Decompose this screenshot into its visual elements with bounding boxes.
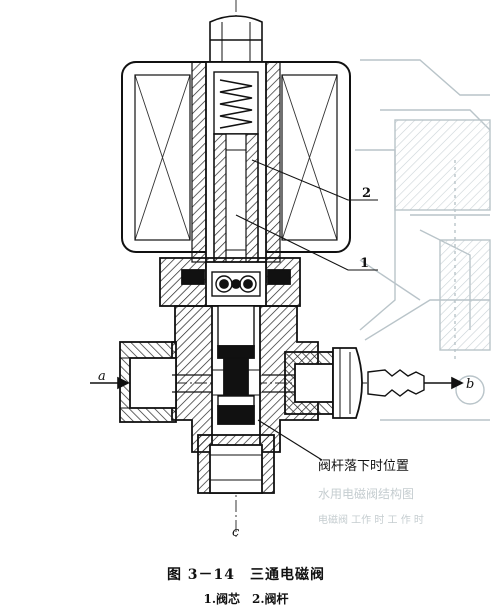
valve-body (171, 305, 319, 453)
union-nut (159, 257, 301, 307)
faded-text-2: 电磁阀 工作 时 工 作 时 (318, 513, 424, 526)
faded-background-drawing (355, 59, 491, 421)
flow-arrows (90, 376, 464, 390)
spring (219, 79, 253, 129)
port-label-c: c (232, 525, 240, 540)
port-label-b: b (466, 377, 474, 392)
leader-lines (235, 159, 378, 461)
port-fitting-c (197, 434, 275, 494)
figure-title: 图 3－14 三通电磁阀 (166, 567, 326, 583)
outlet-fitting-b (262, 347, 425, 419)
inlet-fitting-a (119, 341, 212, 423)
valve-stem (217, 305, 255, 347)
port-label-a: a (98, 369, 106, 384)
part-label-2: 2 (362, 186, 371, 201)
top-cap-nut (209, 15, 263, 63)
faded-text-1: 水用电磁阀结构图 (318, 486, 414, 501)
part-label-1: 1 (360, 256, 369, 271)
stem-lowered-annotation: 阀杆落下时位置 (318, 459, 409, 474)
guide-tube (205, 61, 267, 283)
figure-legend: 1.阀芯 2.阀杆 (203, 592, 289, 606)
